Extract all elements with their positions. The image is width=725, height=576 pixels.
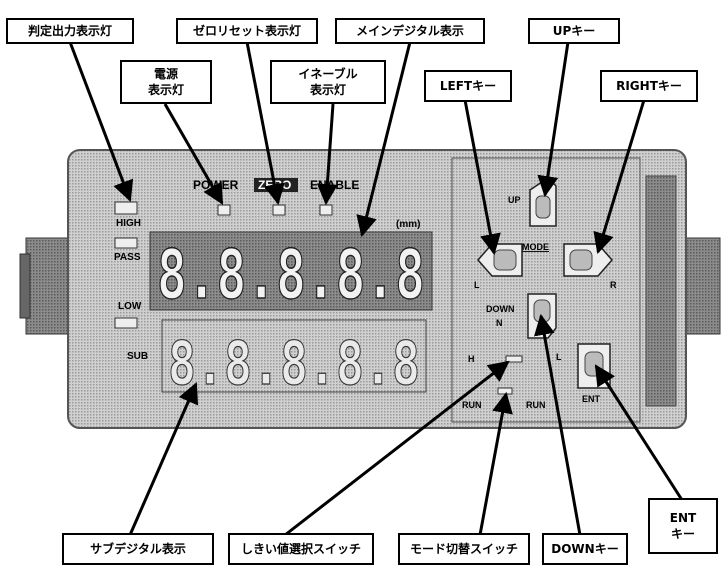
sub-label: SUB: [127, 351, 148, 362]
pass-led: [114, 237, 138, 249]
up-key-label: UP: [508, 195, 521, 205]
power-led: [217, 204, 231, 216]
h-label: H: [468, 354, 475, 364]
main-display: [149, 231, 433, 311]
left-connector: [19, 237, 73, 335]
sub-digits: 8.8.8.8.8: [168, 329, 420, 399]
ent-label: ENT: [582, 394, 601, 404]
threshold-switch-label: しきい値選択スイッチ: [228, 533, 374, 565]
leader-arrows: [68, 41, 684, 537]
low-label: LOW: [118, 301, 142, 312]
pass-label: PASS: [114, 252, 141, 263]
mode-label: MODE: [522, 242, 549, 252]
l2-label: L: [556, 352, 562, 362]
side-grip: [645, 175, 677, 407]
high-label: HIGH: [116, 218, 141, 229]
threshold-switch-handle[interactable]: [505, 355, 523, 363]
main-display-label: メインデジタル表示: [335, 18, 485, 44]
right-key-label-box: RIGHTキー: [600, 70, 698, 102]
sub-display: [161, 319, 427, 393]
up-key-label-box: UPキー: [528, 18, 620, 44]
n-label: N: [496, 318, 503, 328]
judgment-led-label: 判定出力表示灯: [6, 18, 134, 44]
r-label: R: [610, 280, 617, 290]
high-led: [114, 201, 138, 215]
run-left-label: RUN: [462, 400, 482, 410]
zero-reset-led-label: ゼロリセット表示灯: [176, 18, 318, 44]
run-right-label: RUN: [526, 400, 546, 410]
enable-label: ENABLE: [310, 178, 359, 192]
l-label: L: [474, 280, 480, 290]
enable-led-label: イネーブル 表示灯: [270, 60, 386, 104]
down-label: DOWN: [486, 304, 515, 314]
low-led: [114, 317, 138, 329]
ent-key-label-box: ENT キー: [648, 498, 718, 554]
down-key-label-box: DOWNキー: [542, 533, 628, 565]
main-digits: 8.8.8.8.8: [157, 236, 425, 315]
sub-display-label: サブデジタル表示: [62, 533, 214, 565]
mode-switch-label: モード切替スイッチ: [398, 533, 530, 565]
left-key-label-box: LEFTキー: [424, 70, 512, 102]
mode-switch-handle[interactable]: [497, 387, 513, 395]
zero-led: [272, 204, 286, 216]
unit-label: (mm): [396, 219, 420, 230]
power-led-label: 電源 表示灯: [120, 60, 212, 104]
enable-led: [319, 204, 333, 216]
